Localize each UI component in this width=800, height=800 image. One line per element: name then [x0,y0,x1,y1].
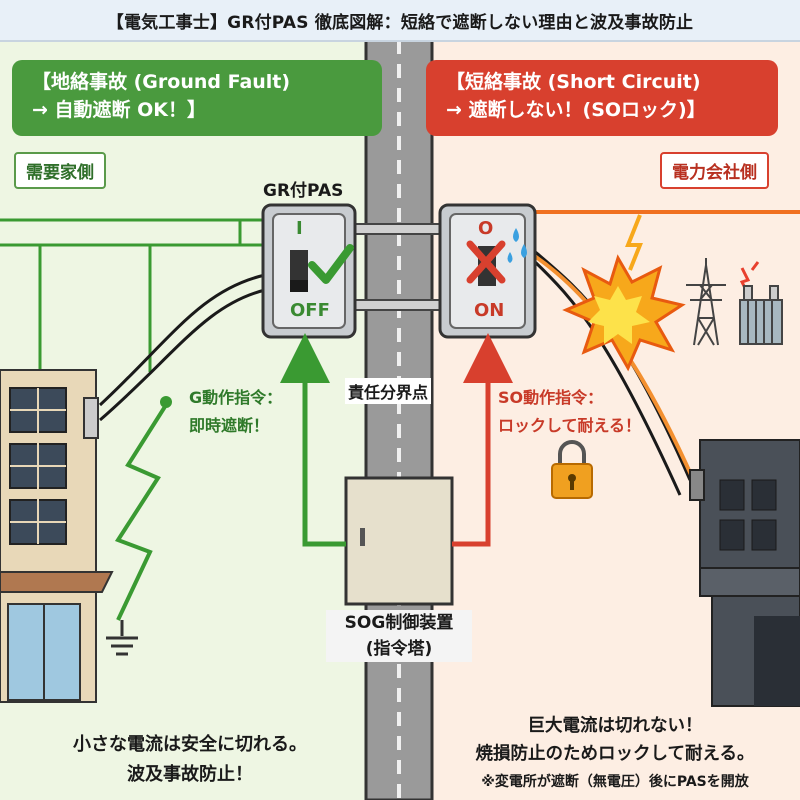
right-pas-top-mark: O [478,218,494,239]
right-note-line2: 焼損防止のためロックして耐える。 [475,744,755,764]
so-command-label: SO動作指令： ロックして耐える！ [498,384,641,440]
short-circuit-line1: 【短絡事故 (Short Circuit) [446,71,701,93]
short-circuit-line2: → 遮断しない！(SOロック)】 [446,99,706,121]
so-command-line1: SO動作指令： [498,388,604,407]
ground-fault-banner: 【地絡事故 (Ground Fault) → 自動遮断 OK！】 [12,60,382,136]
g-command-label: G動作指令： 即時遮断！ [189,384,282,440]
right-note-line3: ※変電所が遮断（無電圧）後にPASを開放 [481,774,749,790]
customer-side-tag: 需要家側 [14,152,106,189]
customer-building [0,369,114,703]
left-note-line2: 波及事故防止！ [127,764,253,785]
so-command-line2: ロックして耐える！ [498,416,642,435]
lock-icon [551,440,593,499]
customer-wiring [0,218,265,372]
sog-device-label: SOG制御装置 (指令塔) [326,610,472,662]
pas-label: GR付PAS [263,181,344,201]
right-note-line1: 巨大電流は切れない！ [527,716,703,736]
cross-icon [466,240,506,284]
short-circuit-banner: 【短絡事故 (Short Circuit) → 遮断しない！(SOロック)】 [426,60,778,136]
left-note: 小さな電流は安全に切れる。 波及事故防止！ [40,730,340,790]
so-command-arrow [452,333,513,547]
g-command-arrow [280,333,346,547]
check-icon [308,244,354,284]
boundary-label: 責任分界点 [345,378,432,404]
sog-control-box [344,476,454,606]
left-pas-top-mark: I [296,218,303,239]
right-pas-state: ON [474,300,505,321]
utility-side-tag: 電力会社側 [660,152,769,189]
ground-fault-line1: 【地絡事故 (Ground Fault) [32,71,291,93]
g-command-line2: 即時遮断！ [189,416,270,435]
ground-icon [106,620,138,656]
page-title: 【電気工事士】GR付PAS 徹底図解：短絡で遮断しない理由と波及事故防止 [0,0,800,42]
left-pas-state: OFF [290,300,330,321]
g-command-line1: G動作指令： [189,388,283,407]
utility-building [689,439,800,707]
explosion-icon [562,214,686,372]
right-note: 巨大電流は切れない！ 焼損防止のためロックして耐える。 ※変電所が遮断（無電圧）… [440,712,790,796]
transformer-icon [739,285,783,345]
ground-fault-line2: → 自動遮断 OK！】 [32,99,207,121]
sog-device-line2: (指令塔) [365,639,433,659]
water-drop-icon [507,228,527,263]
sog-device-line1: SOG制御装置 [344,613,454,633]
lightning-icon [114,396,172,621]
left-note-line1: 小さな電流は安全に切れる。 [73,734,307,755]
utility-pole [364,38,434,800]
pylon-icon [686,258,726,346]
